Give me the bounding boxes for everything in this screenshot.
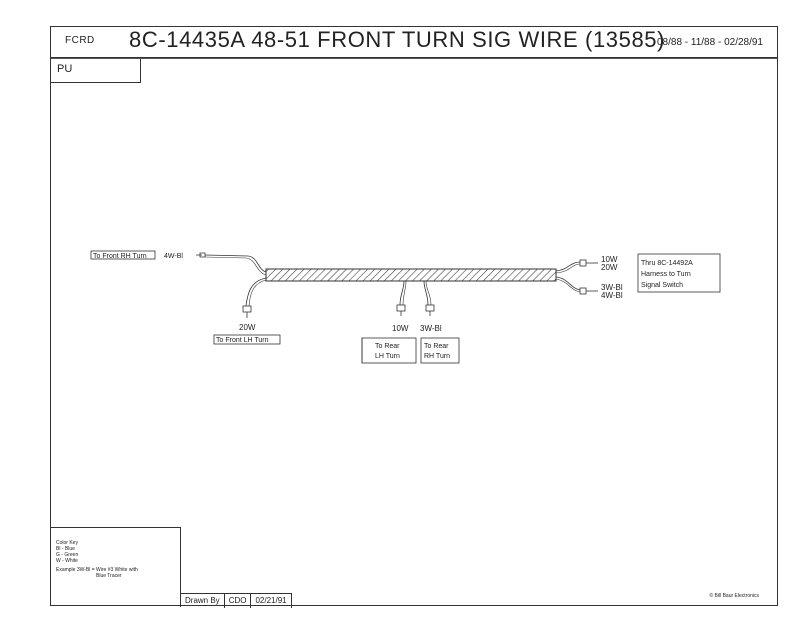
- sub-box: PU: [51, 59, 141, 83]
- color-key-item: G - Green: [56, 552, 79, 558]
- front-lh-connector: 20W To Front LH Turn: [213, 277, 281, 345]
- title-underline: [51, 55, 777, 59]
- front-lh-label: To Front LH Turn: [216, 337, 269, 344]
- switch-wire-10w: 10W: [601, 255, 618, 264]
- switch-wire-20w: 20W: [601, 263, 618, 272]
- rear-lh-wire: 10W: [392, 324, 409, 333]
- make-label: FCRD: [65, 35, 95, 46]
- color-key-item: Bl - Blue: [56, 546, 75, 552]
- revision-dates: 08/88 - 11/88 - 02/28/91: [656, 37, 763, 48]
- front-lh-wire: 20W: [239, 323, 256, 332]
- rear-lh-label-1: To Rear: [375, 343, 400, 350]
- color-key-example-cont: Blue Tracer: [96, 573, 122, 579]
- switch-harness-box: Thru 8C-14492A Harness to Turn Signal Sw…: [637, 253, 721, 293]
- front-rh-connector: To Front RH Turn 4W-Bl: [90, 250, 267, 276]
- drawn-by-block: Drawn By CDO 02/21/91: [181, 593, 292, 608]
- rear-lh-connector: 10W To Rear LH Turn: [361, 280, 417, 364]
- drawn-date: 02/21/91: [251, 594, 292, 608]
- front-rh-wire: 4W-Bl: [164, 253, 183, 260]
- switch-box-line-2: Harness to Turn: [641, 271, 691, 278]
- drawing-sheet: FCRD 8C-14435A 48-51 FRONT TURN SIG WIRE…: [50, 26, 778, 608]
- title-block: FCRD 8C-14435A 48-51 FRONT TURN SIG WIRE…: [51, 27, 777, 59]
- copyright: © Bill Baur Electronics: [709, 593, 759, 599]
- copyright-text: Bill Baur Electronics: [714, 593, 759, 599]
- drawn-by-initials: CDO: [225, 594, 252, 608]
- switch-wire-3w-bl: 3W-Bl: [601, 283, 623, 292]
- rear-lh-label-2: LH Turn: [375, 353, 400, 360]
- switch-wire-4w-bl: 4W-Bl: [601, 291, 623, 300]
- front-rh-label: To Front RH Turn: [93, 253, 147, 260]
- drawn-by-label: Drawn By: [181, 594, 225, 608]
- rear-rh-label-2: RH Turn: [424, 353, 450, 360]
- color-key-example: Example 3W-Bl = Wire #3 White with: [56, 567, 138, 573]
- switch-top-connector: 10W 20W: [555, 255, 618, 274]
- rear-rh-wire: 3W-Bl: [420, 324, 442, 333]
- rear-rh-label-1: To Rear: [424, 343, 449, 350]
- sub-box-label: PU: [57, 63, 73, 75]
- color-key-item: W - White: [56, 558, 78, 564]
- color-key: Color Key Bl - Blue G - Green W - White …: [51, 527, 181, 607]
- main-harness: [265, 268, 557, 282]
- switch-bottom-connector: 3W-Bl 4W-Bl: [555, 276, 623, 300]
- rear-rh-connector: 3W-Bl To Rear RH Turn: [420, 280, 460, 364]
- switch-box-line-1: Thru 8C-14492A: [641, 260, 693, 267]
- switch-box-line-3: Signal Switch: [641, 282, 683, 289]
- color-key-title: Color Key: [56, 540, 78, 546]
- drawing-title: 8C-14435A 48-51 FRONT TURN SIG WIRE (135…: [129, 27, 666, 52]
